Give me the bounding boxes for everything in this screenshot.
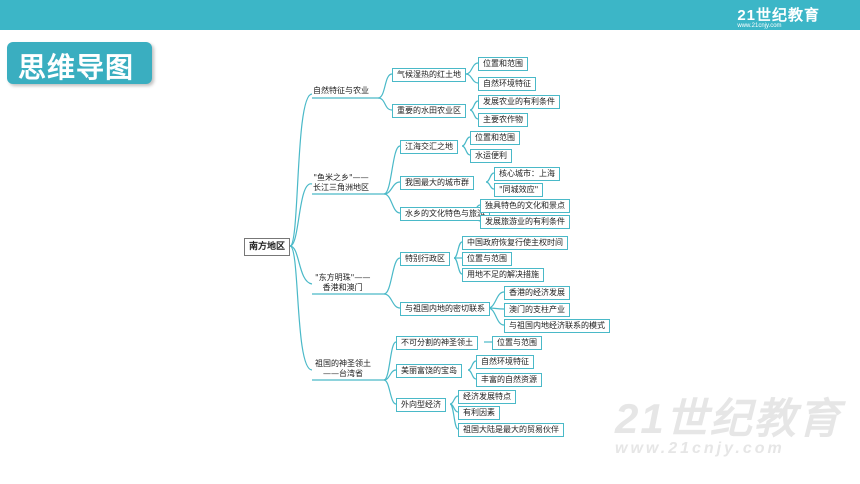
connector [289,245,313,371]
branch-natural-agriculture: 自然特征与农业 [313,86,369,95]
detail-node: 发展农业的有利条件 [478,95,560,109]
detail-node: 独具特色的文化和景点 [480,199,570,213]
detail-node: 经济发展特点 [458,390,516,404]
detail-node: 位置与范围 [492,336,542,350]
branch-label-line1: "鱼米之乡"—— [313,173,369,182]
detail-node: "同城效应" [494,183,544,197]
detail-node: 位置与范围 [462,252,512,266]
detail-node: 位置和范围 [478,57,528,71]
detail-node: 自然环境特征 [478,77,536,91]
branch-label-line2: 香港和澳门 [322,283,363,292]
subtopic-node: 重要的水田农业区 [392,104,466,118]
connector [289,245,313,285]
brand-logo: 21世纪教育 www.21cnjy.com [737,4,820,29]
subtopic-node: 我国最大的城市群 [400,176,474,190]
watermark-url: www.21cnjy.com [615,440,785,457]
subtopic-node: 美丽富饶的宝岛 [396,364,462,378]
connector [289,93,313,247]
brand-name: 21世纪教育 [737,7,820,24]
detail-node: 澳门的支柱产业 [504,303,570,317]
detail-node: 发展旅游业的有利条件 [480,215,570,229]
detail-node: 自然环境特征 [476,355,534,369]
detail-node: 有利因素 [458,406,500,420]
subtopic-node: 气候湿热的红土地 [392,68,466,82]
detail-node: 主要农作物 [478,113,528,127]
subtopic-node: 水乡的文化特色与旅游 [400,207,490,221]
branch-label-line2: ——台湾省 [323,369,363,378]
watermark: 21世纪教育 www.21cnjy.com [615,385,842,458]
branch-hk-macau: "东方明珠"—— 香港和澳门 [315,273,370,293]
branch-taiwan: 祖国的神圣领土 ——台湾省 [315,359,371,379]
subtopic-node: 与祖国内地的密切联系 [400,302,490,316]
detail-node: 香港的经济发展 [504,286,570,300]
page-title: 思维导图 [18,51,135,84]
branch-label-line1: "东方明珠"—— [315,273,371,282]
detail-node: 水运便利 [470,149,512,163]
root-node: 南方地区 [244,238,291,256]
detail-node: 中国政府恢复行使主权时间 [462,236,568,250]
detail-node: 与祖国内地经济联系的模式 [504,319,610,333]
brand-url: www.21cnjy.com [737,23,782,29]
subtopic-node: 外向型经济 [396,398,446,412]
subtopic-node: 特别行政区 [400,252,450,266]
subtopic-node: 江海交汇之地 [400,140,458,154]
detail-node: 核心城市：上海 [494,167,560,181]
branch-label-line2: 长江三角洲地区 [313,183,369,192]
subtopic-node: 不可分割的神圣领土 [396,336,478,350]
title-tab: 思维导图 [7,42,152,84]
connector [289,183,313,247]
detail-node: 位置和范围 [470,131,520,145]
detail-node: 用地不足的解决措施 [462,268,544,282]
detail-node: 丰富的自然资源 [476,373,542,387]
top-banner: 21世纪教育 www.21cnjy.com [0,0,860,30]
watermark-main: 21世纪教育 [615,395,842,442]
detail-node: 祖国大陆是最大的贸易伙伴 [458,423,564,437]
branch-yangtze-delta: "鱼米之乡"—— 长江三角洲地区 [313,173,369,193]
branch-label-line1: 祖国的神圣领土 [315,359,371,368]
